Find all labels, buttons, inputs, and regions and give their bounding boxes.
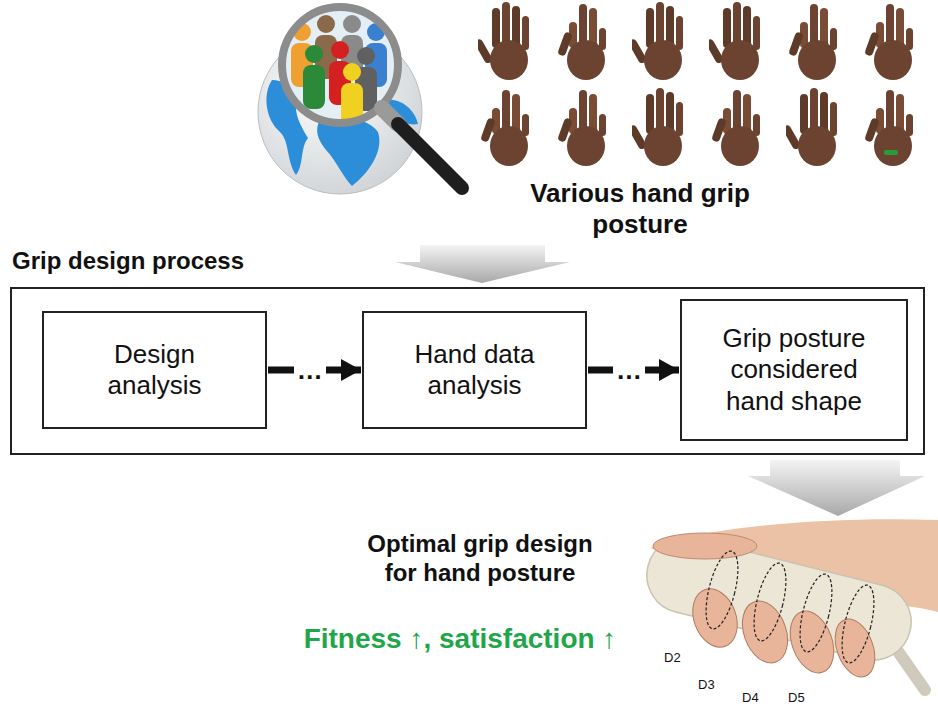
finger-label: D5 bbox=[788, 690, 805, 706]
box-label: Hand data analysis bbox=[388, 339, 561, 401]
process-box: Hand data analysis bbox=[362, 311, 587, 429]
caption-text: Fitness ↑, satisfaction ↑ bbox=[270, 622, 650, 656]
process-box: Design analysis bbox=[42, 311, 267, 429]
caption-text: Various hand grip posture bbox=[505, 178, 775, 240]
finger-label: D3 bbox=[698, 677, 715, 693]
box-label: Design analysis bbox=[68, 339, 241, 401]
flow-arrow bbox=[395, 245, 570, 283]
process-group-box: Grip design processDesign analysisHand d… bbox=[10, 287, 925, 455]
process-box: Grip posture considered hand shape bbox=[680, 299, 908, 441]
flow-arrow bbox=[748, 460, 925, 516]
caption-text: Optimal grip design for hand posture bbox=[355, 530, 605, 588]
ellipsis-label: … bbox=[613, 357, 645, 383]
box-label: Grip posture considered hand shape bbox=[706, 323, 882, 417]
ellipsis-label: … bbox=[294, 357, 326, 383]
magnifier bbox=[282, 7, 462, 188]
finger-label: D2 bbox=[664, 650, 681, 666]
hand-posture-photos bbox=[474, 2, 913, 166]
group-heading: Grip design process bbox=[12, 247, 244, 275]
finger-label: D4 bbox=[742, 690, 759, 706]
hand-grip-illustration bbox=[639, 519, 938, 690]
